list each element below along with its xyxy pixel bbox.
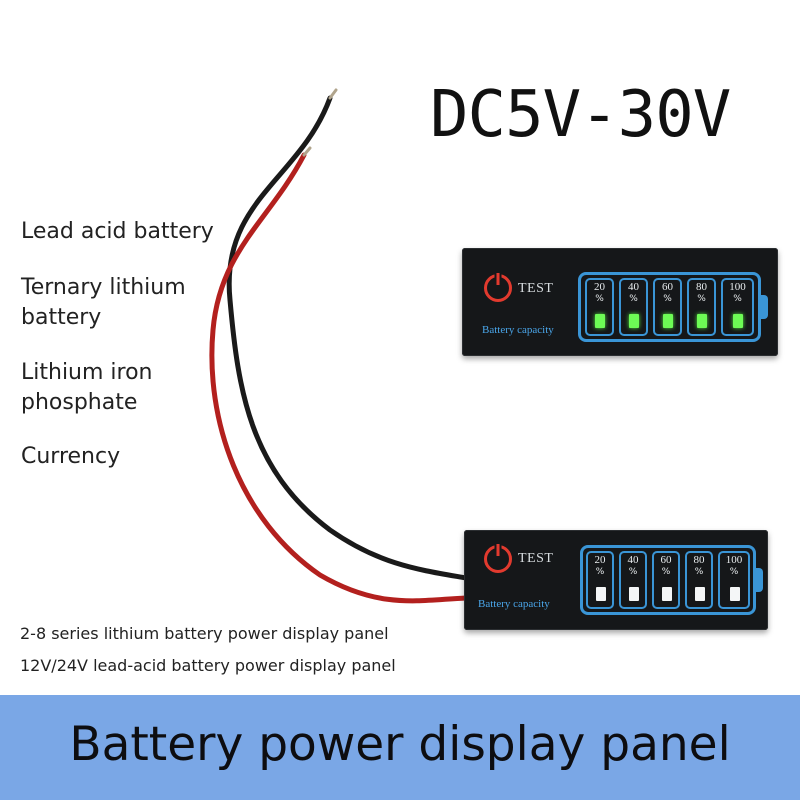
black-wire (226, 95, 469, 581)
percent-symbol: % (733, 294, 742, 304)
red-wire (209, 152, 469, 604)
battery-type-currency: Currency (21, 444, 121, 469)
level-led (595, 314, 605, 328)
caption-lithium-panel: 2-8 series lithium battery power display… (20, 624, 389, 643)
black-wire-tip (328, 88, 338, 100)
level-value: 40 (628, 281, 639, 293)
banner-title: Battery power display panel (69, 717, 731, 772)
caption-lead-acid-panel: 12V/24V lead-acid battery power display … (20, 656, 396, 675)
power-icon (484, 545, 512, 573)
level-led (596, 587, 606, 601)
battery-type-lead-acid: Lead acid battery (21, 219, 214, 244)
percent-symbol: % (595, 567, 605, 577)
percent-symbol: % (629, 294, 638, 304)
red-wire-tip (302, 146, 312, 157)
test-label: TEST (518, 551, 554, 566)
percent-symbol: % (628, 567, 638, 577)
battery-display-panel-lit: TEST Battery capacity 20 % 40 % 60 % 80 … (462, 248, 778, 356)
battery-outline (580, 545, 756, 615)
level-cell-20: 20 % (586, 551, 614, 609)
voltage-range-headline: DC5V-30V (430, 78, 731, 152)
level-cell-100: 100 % (721, 278, 754, 336)
battery-terminal (756, 568, 763, 592)
battery-outline (578, 272, 761, 342)
level-value: 40 (627, 554, 639, 566)
level-cell-20: 20 % (585, 278, 614, 336)
level-value: 60 (662, 281, 673, 293)
level-value: 20 (594, 554, 606, 566)
level-cell-60: 60 % (653, 278, 682, 336)
level-led (629, 314, 639, 328)
level-cell-40: 40 % (619, 278, 648, 336)
battery-capacity-label: Battery capacity (478, 598, 550, 610)
level-led (695, 587, 705, 601)
level-cell-80: 80 % (685, 551, 713, 609)
percent-symbol: % (694, 567, 704, 577)
level-cell-80: 80 % (687, 278, 716, 336)
level-value: 100 (725, 554, 743, 566)
level-value: 80 (693, 554, 705, 566)
title-banner: Battery power display panel (0, 695, 800, 800)
level-led (730, 587, 740, 601)
level-led (662, 587, 672, 601)
percent-symbol: % (697, 294, 706, 304)
percent-symbol: % (729, 567, 739, 577)
level-led (629, 587, 639, 601)
level-cell-100: 100 % (718, 551, 750, 609)
battery-type-lithium-iron-phosphate: Lithium iron phosphate (21, 360, 153, 415)
battery-terminal (761, 295, 768, 319)
battery-display-panel-unlit: TEST Battery capacity 20 % 40 % 60 % 80 … (464, 530, 768, 630)
battery-type-ternary-lithium: Ternary lithium battery (21, 275, 186, 330)
level-cell-40: 40 % (619, 551, 647, 609)
test-label: TEST (518, 281, 554, 296)
level-led (733, 314, 743, 328)
percent-symbol: % (595, 294, 604, 304)
level-value: 60 (660, 554, 672, 566)
level-led (697, 314, 707, 328)
level-value: 20 (594, 281, 605, 293)
level-led (663, 314, 673, 328)
level-value: 100 (729, 281, 746, 293)
battery-capacity-label: Battery capacity (482, 324, 554, 336)
level-cell-60: 60 % (652, 551, 680, 609)
percent-symbol: % (663, 294, 672, 304)
percent-symbol: % (661, 567, 671, 577)
power-icon (484, 274, 512, 302)
level-value: 80 (696, 281, 707, 293)
